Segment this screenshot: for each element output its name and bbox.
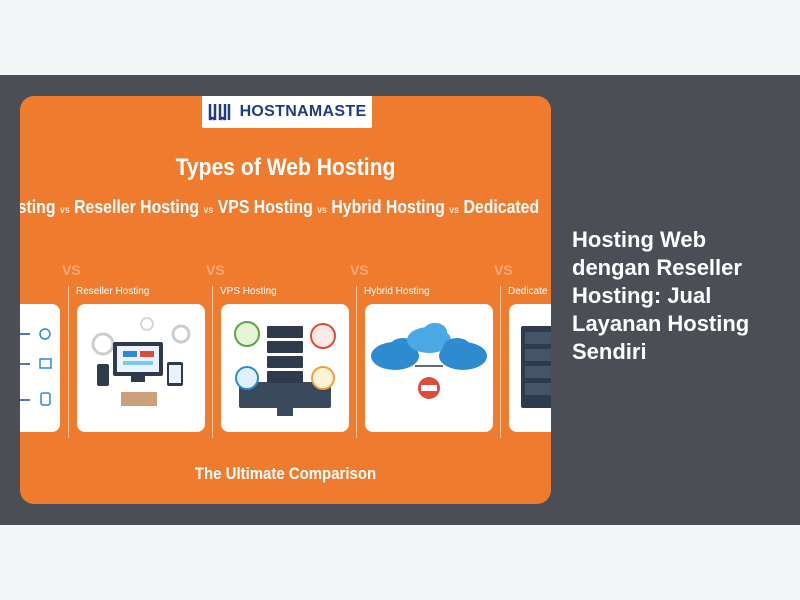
reseller-hosting-panel bbox=[77, 304, 205, 432]
database-icon bbox=[40, 392, 51, 406]
vps-hosting-panel bbox=[221, 304, 349, 432]
gear-icon bbox=[91, 332, 115, 356]
desk-icon bbox=[121, 392, 157, 406]
user-icon bbox=[235, 366, 259, 390]
logo-text: HOSTNAMASTE bbox=[239, 103, 367, 120]
server-rack-icon bbox=[521, 326, 551, 408]
dedicated-hosting-panel bbox=[509, 304, 551, 432]
type-label: Hybrid Hosting bbox=[331, 197, 445, 217]
vs-marker: VS bbox=[206, 262, 225, 278]
shield-icon bbox=[234, 321, 260, 347]
vs-marker: VS bbox=[350, 262, 369, 278]
type-label: Reseller Hosting bbox=[74, 197, 200, 217]
settings-icon bbox=[311, 366, 335, 390]
vs-label: vs bbox=[59, 205, 70, 216]
type-label: VPS Hosting bbox=[217, 197, 313, 217]
vs-marker: VS bbox=[494, 262, 513, 278]
shared-hosting-panel bbox=[20, 304, 60, 432]
vs-marker: VS bbox=[62, 262, 81, 278]
infographic-footer: The Ultimate Comparison bbox=[194, 464, 377, 483]
article-title[interactable]: Hosting Web dengan Reseller Hosting: Jua… bbox=[572, 227, 750, 364]
vs-label: vs bbox=[449, 205, 460, 216]
vs-label: vs bbox=[203, 205, 214, 216]
hostnamaste-logo-icon bbox=[208, 104, 230, 121]
infographic-heading: Types of Web Hosting bbox=[175, 154, 396, 181]
window-icon bbox=[310, 323, 336, 349]
vs-label: vs bbox=[317, 205, 327, 216]
column-divider bbox=[68, 286, 69, 438]
arrow-icon bbox=[20, 333, 30, 401]
panel-title: Hybrid Hosting bbox=[364, 286, 430, 297]
shield-icon bbox=[39, 328, 51, 340]
logo: HOSTNAMASTE bbox=[202, 96, 372, 128]
panel-title: Dedicate bbox=[508, 286, 548, 297]
gear-icon bbox=[171, 324, 191, 344]
phone-icon bbox=[97, 364, 109, 386]
panel-title: VPS Hosting bbox=[220, 286, 277, 297]
column-divider bbox=[356, 286, 357, 438]
type-label: Dedicated bbox=[463, 197, 540, 217]
column-divider bbox=[500, 286, 501, 438]
featured-image[interactable]: HOSTNAMASTE Types of Web Hosting ostingv… bbox=[20, 96, 551, 504]
column-divider bbox=[212, 286, 213, 438]
network-icon bbox=[39, 358, 52, 369]
gear-icon bbox=[140, 317, 154, 331]
server-icon bbox=[267, 326, 303, 383]
monitor-icon bbox=[239, 382, 331, 408]
type-label: osting bbox=[20, 197, 56, 217]
hybrid-hosting-panel bbox=[365, 304, 493, 432]
panel-title: Reseller Hosting bbox=[76, 286, 150, 297]
